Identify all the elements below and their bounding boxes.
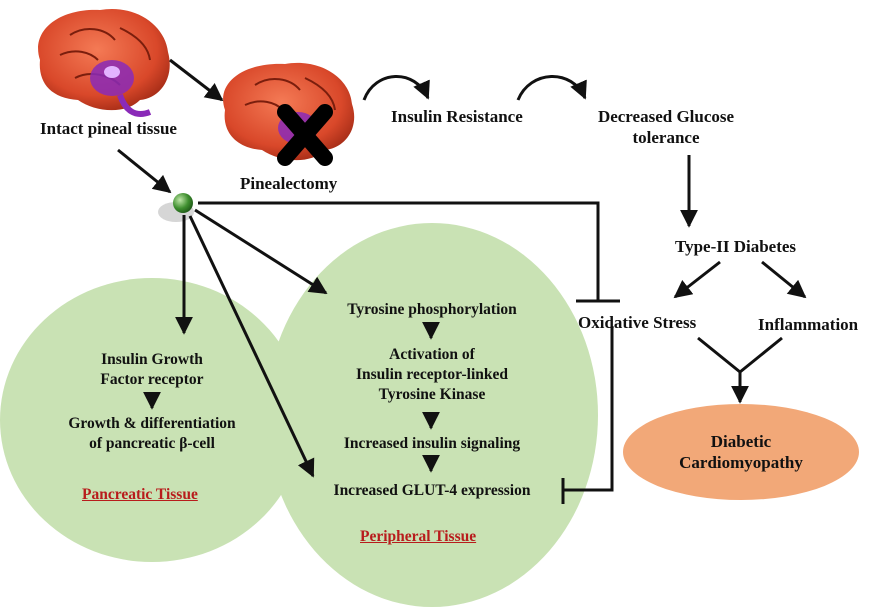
arrow-dot-to-tyrosine [194, 208, 328, 295]
pineal-dot [173, 193, 193, 213]
beta-cell-label: Growth & differentiation of pancreatic β… [40, 414, 264, 454]
type2-diabetes-label: Type-II Diabetes [675, 237, 797, 256]
cardiomyopathy-label: Diabetic Cardiomyopathy [660, 431, 822, 473]
kinase-line-1: Activation of [389, 346, 475, 363]
arrow-intact-to-dot [117, 148, 172, 194]
insulin-resistance-label: Insulin Resistance [391, 107, 523, 126]
decreased-glucose-label: Decreased Glucose tolerance [578, 106, 754, 148]
kinase-line-3: Tyrosine Kinase [378, 386, 486, 403]
removal-x-icon [277, 104, 333, 166]
insulin-signaling-label: Increased insulin signaling [343, 435, 521, 452]
igf-line-1: Insulin Growth [101, 351, 203, 368]
inflammation-label: Inflammation [758, 315, 859, 334]
arrow-dot-to-glut4 [188, 215, 315, 478]
igf-receptor-label: Insulin Growth Factor receptor [62, 350, 242, 390]
curved-arrow-1 [362, 75, 430, 101]
arrow-type2-to-oxidative [673, 260, 721, 299]
arrow-intact-to-pinealectomy [169, 58, 224, 102]
igf-line-2: Factor receptor [100, 371, 204, 388]
tyrosine-phosphorylation-label: Tyrosine phosphorylation [347, 301, 517, 318]
inhibit-glut4-line [564, 326, 614, 492]
decreased-glucose-line-2: tolerance [632, 128, 700, 147]
merge-to-cardio [697, 336, 783, 374]
cardio-line-2: Cardiomyopathy [679, 453, 803, 472]
peripheral-tissue-title: Peripheral Tissue [360, 528, 477, 545]
beta-line-2: of pancreatic β-cell [89, 435, 215, 452]
glut4-label: Increased GLUT-4 expression [333, 482, 531, 499]
cardio-line-1: Diabetic [710, 432, 772, 451]
arrow-type2-to-inflammation [761, 260, 807, 299]
inhibit-oxidative-line [198, 201, 600, 300]
curved-arrow-2 [516, 75, 587, 101]
kinase-activation-label: Activation of Insulin receptor-linked Ty… [330, 345, 534, 405]
intact-pineal-label: Intact pineal tissue [40, 119, 177, 138]
pancreatic-tissue-title: Pancreatic Tissue [82, 486, 198, 503]
kinase-line-2: Insulin receptor-linked [355, 366, 508, 383]
beta-line-1: Growth & differentiation [68, 415, 236, 432]
intact-brain-icon [38, 8, 170, 117]
pinealectomy-label: Pinealectomy [240, 174, 338, 193]
decreased-glucose-line-1: Decreased Glucose [597, 107, 735, 126]
cardiomyopathy-oval [623, 404, 859, 500]
pancreatic-tissue-circle [0, 278, 304, 562]
oxidative-stress-label: Oxidative Stress [578, 313, 697, 332]
